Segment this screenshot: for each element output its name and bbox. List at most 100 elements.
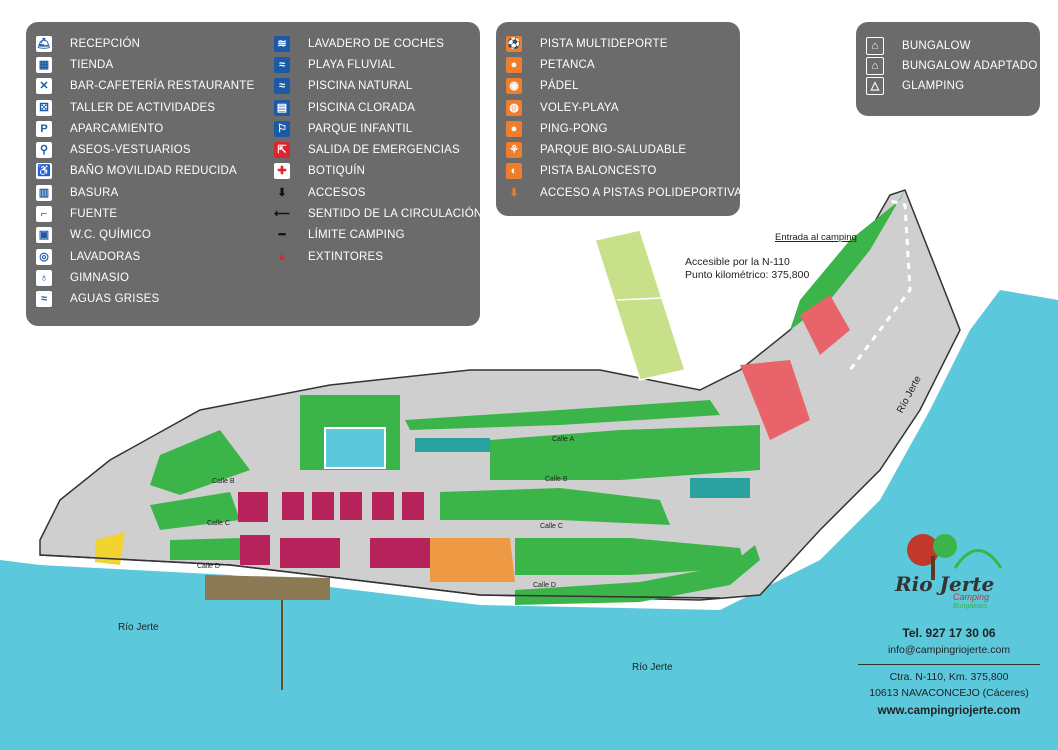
street-label: Calle B (212, 478, 235, 485)
chemical-wc-icon: ▣ (36, 227, 52, 244)
legend-label: LAVADERO DE COCHES (308, 37, 445, 50)
legend-row: ▣ W.C. QUÍMICO (36, 225, 254, 246)
ping-pong-icon: ● (506, 120, 522, 137)
legend-label: BAR-CAFETERÍA RESTAURANTE (70, 80, 255, 93)
legend-row: ●PETANCA (506, 54, 750, 75)
legend-row: ━LÍMITE CAMPING (274, 225, 482, 246)
legend-label: AGUAS GRISES (70, 293, 160, 306)
bio-park-icon: ⚘ (506, 142, 522, 159)
legend-row: ⚄ TALLER DE ACTIVIDADES (36, 97, 254, 118)
legend-lodging: ⌂BUNGALOW⌂BUNGALOW ADAPTADO△GLAMPING (856, 22, 1040, 116)
legend-label: TALLER DE ACTIVIDADES (70, 101, 216, 114)
tree-logo-icon (907, 534, 1003, 580)
trash-icon: ▥ (36, 184, 52, 201)
legend-row: ⚲ ASEOS-VESTUARIOS (36, 139, 254, 160)
legend-label: PISCINA CLORADA (308, 101, 416, 114)
legend-row: ⚐ PARQUE INFANTIL (274, 118, 482, 139)
legend-row: ⌐ FUENTE (36, 203, 254, 224)
legend-label: BASURA (70, 186, 119, 199)
legend-row: ▲EXTINTORES (274, 246, 482, 267)
street-label: Calle C (540, 523, 563, 530)
river-label-2: Río Jerte (632, 662, 673, 673)
legend-label: BUNGALOW ADAPTADO (902, 60, 1038, 72)
legend-row: ⇱SALIDA DE EMERGENCIAS (274, 139, 482, 160)
logo-sub2: Bungalows (953, 603, 988, 610)
legend-row: 🛎RECEPCIÓN (36, 33, 254, 54)
legend-row: ≈PISCINA NATURAL (274, 76, 482, 97)
legend-label: BUNGALOW (902, 40, 971, 52)
sports-access-icon: ⬇ (509, 186, 519, 199)
street-label: Calle D (533, 582, 556, 589)
legend-label: PÁDEL (540, 80, 579, 93)
adapted-bungalow-icon: ⌂ (866, 57, 884, 75)
legend-label: FUENTE (70, 208, 118, 221)
logo: Rio Jerte Camping Bungalows (893, 528, 1005, 618)
legend-sports: ⚽PISTA MULTIDEPORTE●PETANCA◉PÁDEL◍VOLEY-… (496, 22, 750, 216)
logo-sub1: Camping (953, 592, 990, 602)
phone[interactable]: Tel. 927 17 30 06 (902, 626, 996, 640)
bungalow-icon: ⌂ (866, 37, 884, 55)
legend-row: ⟵SENTIDO DE LA CIRCULACIÓN (274, 203, 482, 224)
dice-icon: ⚄ (36, 99, 52, 116)
legend-label: LAVADORAS (70, 250, 141, 263)
legend-label: PING-PONG (540, 122, 608, 135)
legend-row: ♁ GIMNASIO (36, 267, 254, 288)
legend-row: ♿BAÑO MOVILIDAD REDUCIDA (36, 161, 254, 182)
logo-title: Rio Jerte (895, 572, 995, 596)
legend-row: ⬇ACCESOS (274, 182, 482, 203)
emergency-exit-icon: ⇱ (274, 142, 290, 159)
access-info-line2: Punto kilométrico: 375,800 (685, 269, 810, 281)
street-label: Calle A (552, 436, 575, 443)
parking-icon: P (36, 120, 52, 137)
legend-label: GLAMPING (902, 80, 965, 92)
legend-label: ASEOS-VESTUARIOS (70, 144, 191, 157)
legend-label: ACCESOS (308, 186, 366, 199)
legend-row: ≈ PLAYA FLUVIAL (274, 54, 482, 75)
street-label: Calle C (207, 520, 230, 527)
restaurant-icon: ✕ (36, 78, 52, 95)
legend-label: W.C. QUÍMICO (70, 229, 151, 242)
gym-icon: ♁ (36, 269, 52, 286)
car-wash-icon: ≋ (274, 35, 290, 52)
legend-label: ACCESO A PISTAS POLIDEPORTIVAS (540, 186, 750, 199)
legend-label: EXTINTORES (308, 250, 384, 263)
legend-row: ◎LAVADORAS (36, 246, 254, 267)
river-pool-icon: ≈ (274, 56, 290, 73)
legend-row: ◉ PÁDEL (506, 76, 750, 97)
contact-block: Tel. 927 17 30 06 info@campingriojerte.c… (858, 626, 1040, 717)
legend-label: PARQUE BIO-SALUDABLE (540, 144, 687, 157)
multisport-court-icon: ⚽ (506, 35, 522, 52)
traffic-direction-icon: ⟵ (274, 208, 290, 221)
grey-water-icon: ≈ (36, 291, 52, 308)
legend-row: ⚘ PARQUE BIO-SALUDABLE (506, 139, 750, 160)
legend-label: RECEPCIÓN (70, 37, 141, 50)
beach-volley-icon: ◍ (506, 99, 522, 116)
boundary-line-icon: ━ (278, 229, 286, 242)
legend-row: ▦TIENDA (36, 54, 254, 75)
legend-row: ● PING-PONG (506, 118, 750, 139)
legend-row: ◍ VOLEY-PLAYA (506, 97, 750, 118)
natural-pool-icon: ≈ (274, 78, 290, 95)
legend-label: GIMNASIO (70, 271, 130, 284)
legend-label: VOLEY-PLAYA (540, 101, 619, 114)
wheelchair-icon: ♿ (36, 163, 52, 180)
river-label-1: Río Jerte (118, 622, 159, 633)
email[interactable]: info@campingriojerte.com (887, 644, 1011, 656)
padel-icon: ◉ (506, 78, 522, 95)
legend-label: PISTA MULTIDEPORTE (540, 37, 668, 50)
playground-icon: ⚐ (274, 120, 290, 137)
toilets-icon: ⚲ (36, 142, 52, 159)
website[interactable]: www.campingriojerte.com (877, 705, 1021, 717)
pool (324, 427, 386, 469)
legend-label: PARQUE INFANTIL (308, 122, 413, 135)
river-beach (205, 575, 330, 600)
legend-label: PETANCA (540, 58, 595, 71)
legend-row: ▥ BASURA (36, 182, 254, 203)
tap-icon: ⌐ (36, 206, 52, 223)
address-line1: Ctra. N-110, Km. 375,800 (889, 671, 1009, 683)
legend-row: ≋ LAVADERO DE COCHES (274, 33, 482, 54)
entrance-label: Entrada al camping (775, 232, 857, 243)
legend-label: PLAYA FLUVIAL (308, 58, 396, 71)
